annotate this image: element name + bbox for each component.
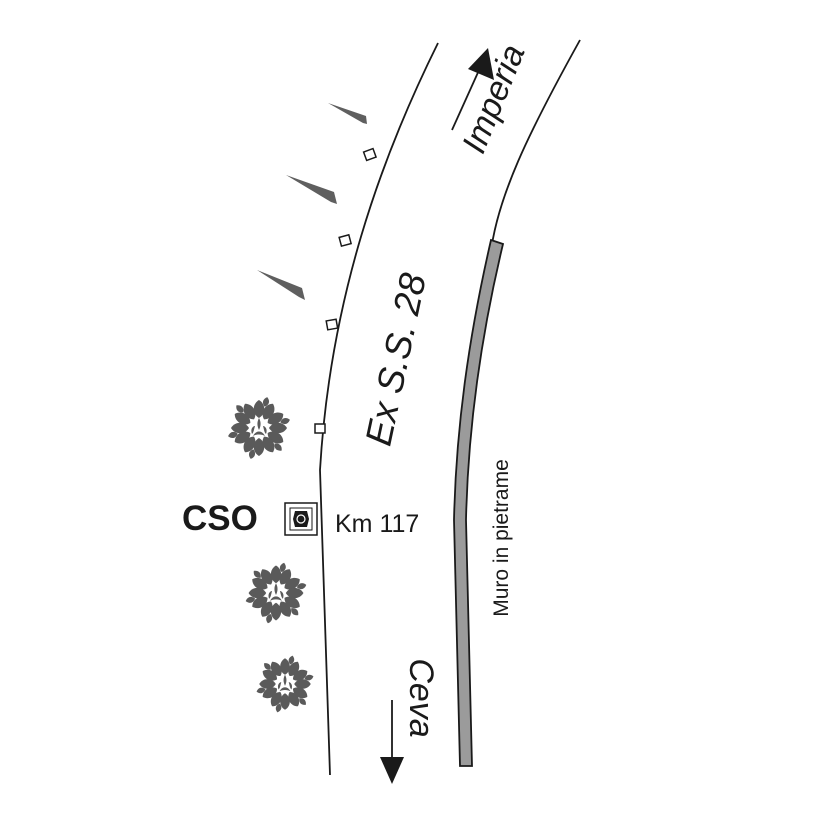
road-name-label: Ex S.S. 28 xyxy=(358,269,435,449)
road-left-edge xyxy=(319,42,439,776)
camera-icon xyxy=(284,502,318,536)
tree-icon xyxy=(255,654,315,714)
arrow-up-icon xyxy=(451,48,494,131)
road-sign-icon xyxy=(257,103,367,300)
km-marker-label: Km 117 xyxy=(335,510,419,538)
road-right-edge xyxy=(489,39,581,261)
station-code-label: CSO xyxy=(182,499,258,538)
marker-post-icon xyxy=(314,147,378,434)
arrow-down-icon xyxy=(380,700,404,784)
stone-wall xyxy=(453,238,505,767)
wall-label: Muro in pietrame xyxy=(490,459,513,617)
tree-icon xyxy=(227,396,291,460)
tree-icon xyxy=(244,561,308,625)
direction-down-label: Ceva xyxy=(402,658,440,737)
